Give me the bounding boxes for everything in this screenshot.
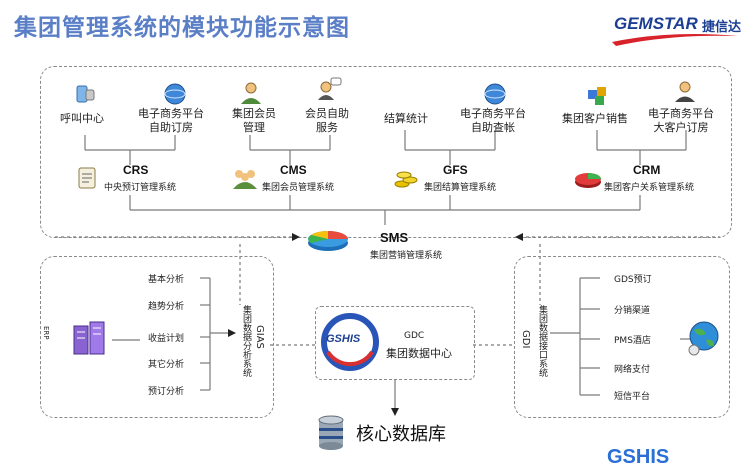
gdc-code: GDC — [404, 331, 425, 341]
clipboard-icon — [78, 167, 96, 189]
crm-code: CRM — [633, 163, 661, 177]
crm-desc: 集团客户关系管理系统 — [604, 183, 695, 193]
gdi-desc: 集团数据接口系统 — [537, 305, 547, 377]
gshis-logo-icon — [321, 313, 379, 371]
cms-item-2: 会员自助 服务 — [305, 107, 349, 134]
member-icon — [241, 82, 261, 104]
gfs-item-2: 电子商务平台 自助查帐 — [460, 107, 526, 134]
gfs-item-1: 结算统计 — [384, 112, 428, 125]
cms-item-1: 集团会员 管理 — [232, 107, 276, 134]
core-db-label: 核心数据库 — [356, 424, 446, 445]
gias-desc: 集团数据分析系统 — [241, 305, 251, 377]
group-icon — [233, 170, 257, 189]
gias-item-1: 基本分析 — [148, 275, 185, 285]
gdi-box — [514, 256, 730, 418]
phone-icon — [76, 85, 95, 103]
crs-item-1: 呼叫中心 — [60, 112, 104, 125]
pie-chart-icon — [575, 173, 601, 188]
gfs-desc: 集团结算管理系统 — [424, 183, 497, 193]
sms-pie-icon — [308, 231, 348, 251]
gias-box — [40, 256, 274, 418]
globe-icon — [164, 83, 186, 105]
erp-label: ERP — [42, 326, 50, 340]
crm-item-2: 电子商务平台 大客户订房 — [648, 107, 714, 134]
gias-item-5: 预订分析 — [148, 387, 185, 397]
user-icon — [675, 81, 695, 102]
gemstar-logo: GEMSTAR 捷信达 — [610, 10, 742, 50]
gdi-item-1: GDS预订 — [614, 275, 652, 285]
top-modules-box — [40, 66, 732, 238]
gias-item-2: 趋势分析 — [148, 302, 185, 312]
gdc-desc: 集团数据中心 — [386, 347, 452, 360]
crm-item-1: 集团客户销售 — [562, 112, 628, 125]
crs-code: CRS — [123, 163, 149, 177]
gdi-item-2: 分销渠道 — [614, 306, 651, 316]
footer-logo: GSHIS — [607, 446, 670, 468]
coins-icon — [394, 171, 418, 188]
gdi-item-3: PMS酒店 — [614, 336, 651, 346]
chat-user-icon — [318, 77, 342, 100]
sms-code: SMS — [380, 230, 409, 245]
globe-icon — [484, 83, 506, 105]
network-globe-icon — [688, 321, 719, 356]
gdc-logo-text: GSHIS — [326, 333, 361, 345]
sms-desc: 集团营销管理系统 — [370, 251, 443, 261]
cms-desc: 集团会员管理系统 — [262, 183, 335, 193]
gdi-code: GDI — [520, 330, 531, 349]
logo-brand: GEMSTAR — [614, 14, 698, 33]
gias-code: GIAS — [254, 325, 265, 349]
gias-item-4: 其它分析 — [148, 360, 185, 370]
gias-item-3: 收益计划 — [148, 334, 185, 344]
gdi-item-5: 短信平台 — [614, 392, 651, 402]
server-icon — [73, 321, 105, 355]
logo-swoosh-icon — [612, 34, 738, 46]
puzzle-icon — [588, 87, 606, 105]
crs-item-2: 电子商务平台 自助订房 — [138, 107, 204, 134]
database-icon — [318, 415, 344, 450]
gdi-item-4: 网络支付 — [614, 365, 651, 375]
page-title: 集团管理系统的模块功能示意图 — [14, 14, 350, 41]
crs-desc: 中央预订管理系统 — [104, 183, 177, 193]
gfs-code: GFS — [443, 163, 468, 177]
cms-code: CMS — [280, 163, 307, 177]
logo-cn: 捷信达 — [702, 20, 742, 35]
gdc-box — [315, 306, 475, 380]
